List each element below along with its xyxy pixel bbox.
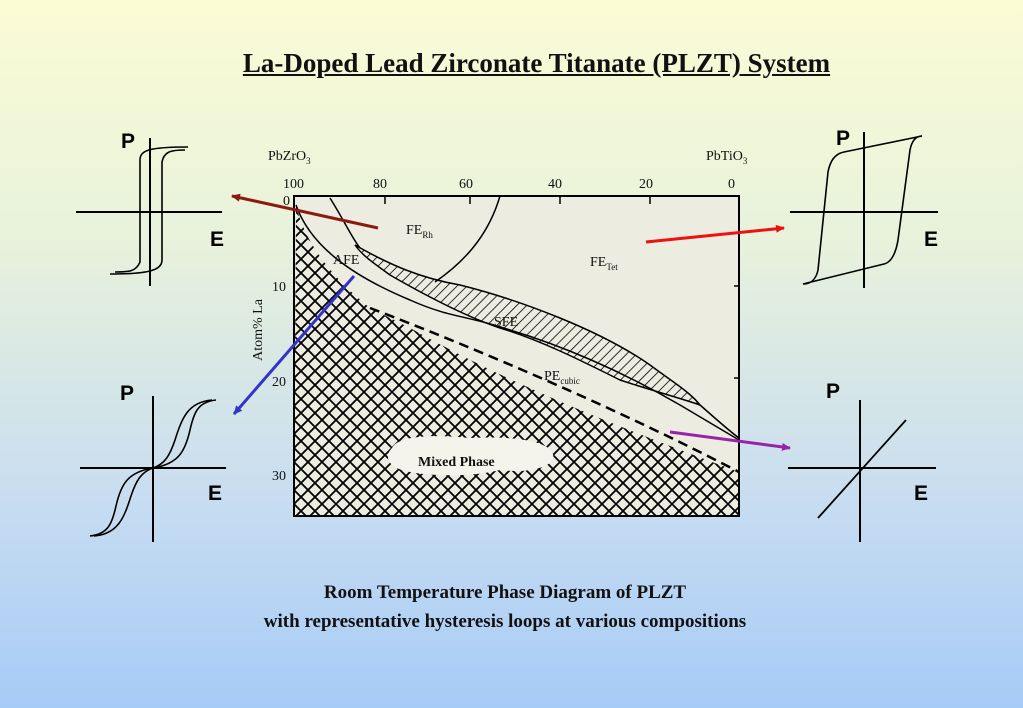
arrow-afe (232, 275, 356, 415)
e-axis-label: E (210, 228, 224, 251)
hysteresis-loop-bottom-right: P E (788, 380, 936, 542)
afe-label: AFE (333, 253, 359, 268)
hysteresis-loop-top-right: P E (790, 127, 938, 288)
p-axis-label: P (826, 380, 840, 403)
fe-rh-boundary (329, 197, 361, 249)
mixed-phase-label-blob (387, 436, 554, 476)
sfe-label: SFE (494, 315, 518, 330)
e-axis-label: E (924, 228, 938, 251)
mixed-phase-label: Mixed Phase (418, 455, 495, 470)
fe-pe-boundary (699, 404, 740, 439)
caption-line-1: Room Temperature Phase Diagram of PLZT (323, 582, 687, 603)
y-tick-label: 30 (272, 469, 286, 484)
hysteresis-loop (109, 146, 189, 275)
x-tick-label: 40 (548, 177, 562, 192)
arrow-fe-rh (231, 193, 379, 230)
pbtio3-label: PbTiO3 (706, 149, 748, 166)
hysteresis-loop (802, 135, 923, 285)
hysteresis-loop-top-left: P E (76, 130, 224, 286)
pbzro3-label: PbZrO3 (268, 149, 311, 166)
x-tick-label: 100 (283, 177, 304, 192)
p-axis-label: P (836, 127, 850, 150)
e-axis-label: E (208, 482, 222, 505)
y-tick-label: 20 (272, 375, 286, 390)
fe-rh-label: FERh (406, 223, 433, 240)
y-axis-label: Atom% La (251, 298, 266, 361)
x-tick-label: 60 (459, 177, 473, 192)
fe-tet-label: FETet (590, 255, 618, 272)
p-axis-label: P (121, 130, 135, 153)
sfe-region (354, 244, 703, 407)
hysteresis-loop-bottom-left: P E (80, 382, 226, 542)
mixed-phase-region (294, 205, 739, 516)
e-axis-label: E (914, 482, 928, 505)
page-title: La-Doped Lead Zirconate Titanate (PLZT) … (242, 48, 831, 78)
x-tick-label: 80 (373, 177, 387, 192)
diagram-frame (293, 195, 740, 517)
hysteresis-loop (89, 399, 217, 537)
arrow-pe (669, 430, 791, 451)
arrow-fe-tet (645, 224, 785, 244)
morphotropic-boundary (434, 195, 501, 283)
phase-diagram: 100 80 60 40 20 0 0 10 20 30 Atom% La Pb… (251, 149, 748, 517)
p-axis-label: P (120, 382, 134, 405)
caption-line-2: with representative hysteresis loops at … (263, 611, 747, 632)
x-tick-label: 0 (728, 177, 735, 192)
linear-response-line (817, 419, 907, 519)
pe-dashed-boundary (369, 306, 740, 474)
y-tick-label: 0 (283, 194, 290, 209)
pe-cubic-label: PEcubic (544, 369, 580, 386)
x-axis-ticks (384, 196, 739, 379)
x-tick-label: 20 (639, 177, 653, 192)
y-tick-label: 10 (272, 280, 286, 295)
